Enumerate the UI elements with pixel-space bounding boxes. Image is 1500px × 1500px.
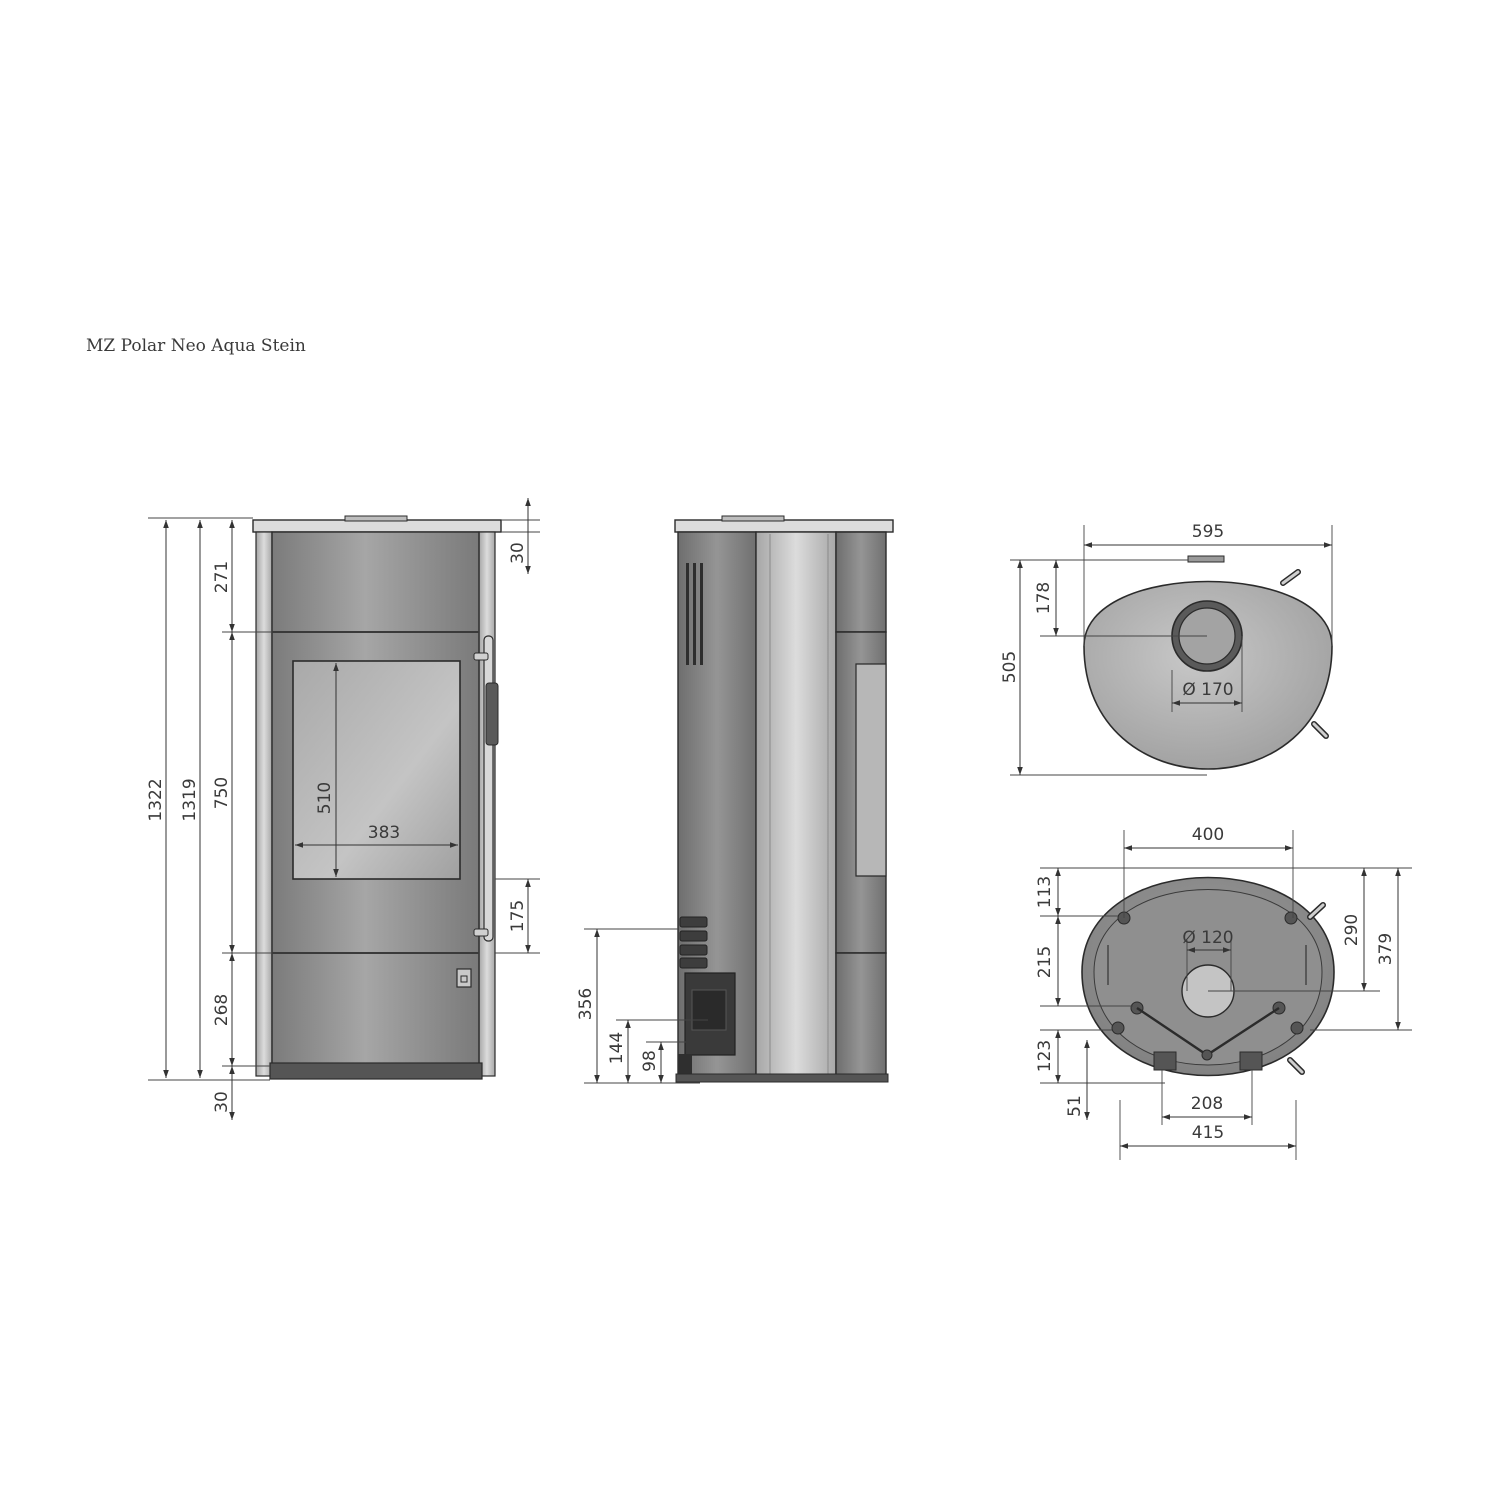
dim-base-depth: 379 [1376,933,1396,965]
dimension-labels: 1322 1319 271 750 268 30 30 175 510 383 … [146,522,1396,1143]
bottom-view [1081,876,1335,1077]
side-view [674,515,894,1083]
drawing-title: MZ Polar Neo Aqua Stein [86,336,306,356]
dim-body-height: 1319 [180,778,200,821]
dim-inlet-diameter: Ø 120 [1182,928,1233,948]
dim-front-feet-offset: 113 [1035,876,1055,908]
dim-flue-offset: 178 [1034,582,1054,614]
dim-rear-feet-offset: 215 [1035,946,1055,978]
dim-inlet-center: 290 [1342,914,1362,946]
dim-window-height: 510 [315,782,335,814]
dim-door-zone: 750 [212,777,232,809]
top-view [1083,555,1333,770]
dim-depth: 505 [1000,651,1020,683]
dim-base: 30 [212,1091,232,1113]
dim-feet-width: 400 [1192,825,1224,845]
dim-flue-diameter: Ø 170 [1182,680,1233,700]
dim-upper-panel: 271 [212,561,232,593]
dim-window-width: 383 [368,823,400,843]
dim-connector-spacing: 208 [1191,1094,1223,1114]
dim-rear-rail: 123 [1035,1040,1055,1072]
dim-lower-panel: 268 [212,994,232,1026]
front-view [252,515,502,1080]
dim-top-plate: 30 [508,542,528,564]
dim-flue-outlet: 356 [576,988,596,1020]
dimension-lines [148,498,1412,1160]
dim-total-height: 1322 [146,778,166,821]
dim-width: 595 [1192,522,1224,542]
dim-handle-to-bottom: 175 [508,900,528,932]
dim-bottom-inlet: 98 [640,1050,660,1072]
dim-air-inlet: 144 [607,1032,627,1064]
dim-rear-gap: 51 [1065,1095,1085,1117]
dim-base-width: 415 [1192,1123,1224,1143]
